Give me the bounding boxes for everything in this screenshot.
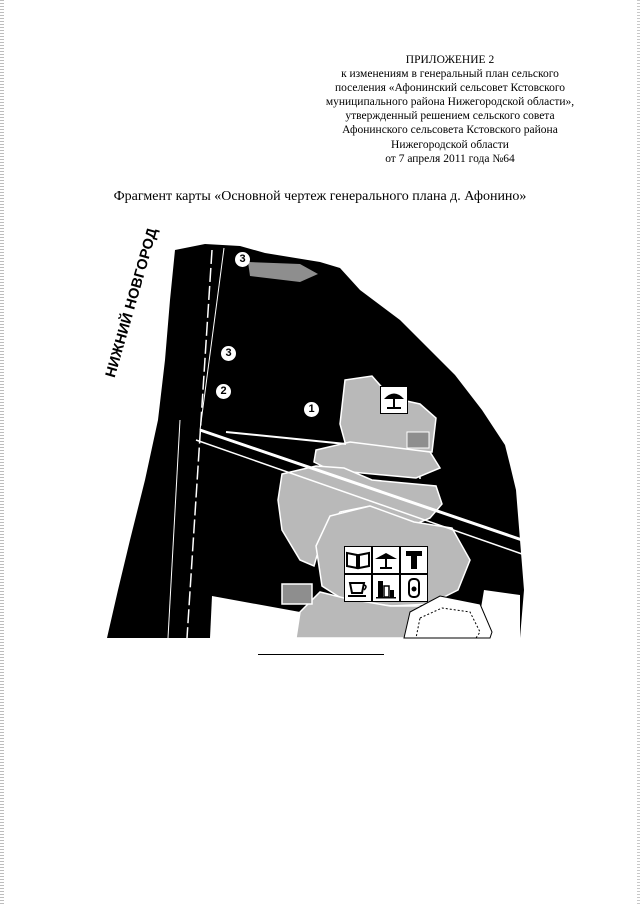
map-zone [248,262,318,282]
map-dot [464,344,468,348]
map-plaza [403,595,493,639]
map-drawing [107,244,529,639]
scan-edge-right [637,0,640,905]
map-building [406,431,430,449]
map-road [225,431,347,445]
map-zone [295,591,439,639]
map-marker: 2 [216,384,231,399]
map-dot [419,477,421,479]
fragment-title: Фрагмент карты «Основной чертеж генераль… [113,189,527,204]
umbrella-icon [372,546,400,574]
map-building [281,583,313,605]
book-icon [344,546,372,574]
map-railway [199,428,529,544]
appendix-line: к изменениям в генеральный план сельског… [341,68,559,81]
t-letter-icon [400,546,428,574]
map-marker: 3 [235,252,250,267]
umbrella-icon [380,386,408,414]
map-marker: 1 [304,402,319,417]
appendix-date: от 7 апреля 2011 года №64 [385,152,515,165]
appendix-header: ПРИЛОЖЕНИЕ 2 к изменениям в генеральный … [300,53,600,166]
appendix-line: муниципального района Нижегородской обла… [325,96,575,109]
cup-icon [344,574,372,602]
separator-line [258,654,384,655]
map-road [199,247,225,431]
map-fragment [100,222,540,642]
scan-edge-left [0,0,4,905]
map-road [186,249,213,639]
appendix-line: поселения «Афонинский сельсовет Кстовско… [334,82,566,95]
appendix-line: Афонинского сельсовета Кстовского района [342,124,558,137]
map-road [167,419,181,639]
appendix-line: Нижегородской области [391,138,509,151]
map-railway [195,439,523,555]
appendix-line: утвержденный решением сельского совета [345,110,555,123]
phone-icon [400,574,428,602]
appendix-title: ПРИЛОЖЕНИЕ 2 [405,54,495,66]
building-icon [372,574,400,602]
map-cutout [210,596,300,638]
map-marker: 3 [221,346,236,361]
